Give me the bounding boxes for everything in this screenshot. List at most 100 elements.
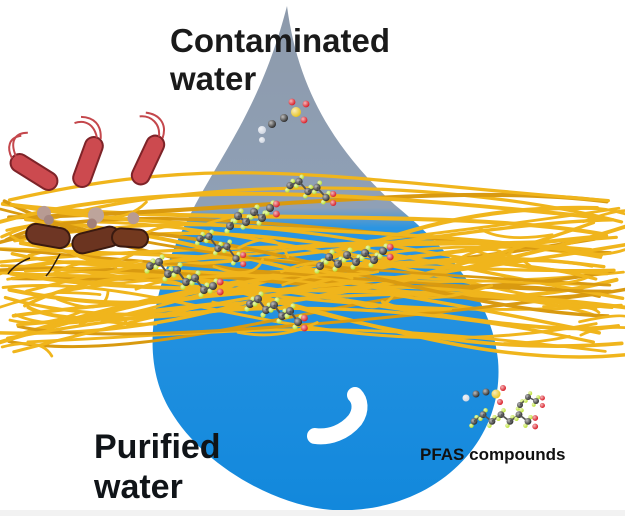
fiber-strand: [281, 273, 354, 287]
atom-shine: [236, 251, 242, 257]
atom-shine: [483, 408, 488, 413]
atom-shine: [280, 114, 288, 122]
fiber-strand: [502, 335, 571, 345]
pfas-molecule-icon: [462, 385, 506, 405]
contaminated-label-line2: water: [170, 60, 257, 97]
fiber-strand: [380, 300, 453, 312]
atom-shine: [212, 250, 218, 256]
atom-shine: [200, 231, 206, 237]
atom-shine: [505, 423, 510, 428]
pfas-molecule-icon: [515, 391, 545, 411]
atom-shine: [501, 408, 506, 413]
atom-shine: [347, 247, 353, 253]
atom-shine: [497, 399, 503, 405]
pfas-legend-label: PFAS compounds: [420, 445, 566, 464]
fiber-strand: [78, 313, 130, 329]
atom-shine: [194, 240, 200, 246]
bacteria-icon: [130, 111, 166, 186]
pfas-molecule-icon: [144, 254, 224, 298]
fiber-strand: [53, 261, 118, 274]
fiber-strand: [454, 237, 520, 248]
atom-shine: [462, 394, 470, 402]
fiber-strand: [0, 233, 609, 345]
atom-shine: [350, 264, 356, 270]
atom-shine: [290, 303, 296, 309]
fiber-strand: [16, 292, 600, 327]
contaminated-label-line1: Contaminated: [170, 22, 391, 59]
fiber-strand: [0, 191, 606, 224]
fiber-strand: [100, 320, 158, 326]
fiber-strand: [0, 207, 612, 287]
atom-shine: [523, 398, 528, 403]
fiber-strand: [212, 258, 264, 274]
fiber-strand: [78, 200, 148, 219]
atom-shine: [472, 390, 480, 398]
atom-shine: [258, 126, 266, 134]
fiber-strand: [24, 240, 593, 293]
fiber-strand: [142, 301, 219, 313]
bottom-strip: [0, 510, 625, 516]
atom-shine: [240, 260, 247, 268]
atom-shine: [198, 292, 204, 298]
atom-shine: [317, 180, 323, 186]
contaminated-water-label: Contaminated water: [170, 22, 390, 98]
atom-shine: [273, 200, 280, 208]
fiber-strand: [237, 238, 290, 259]
atom-shine: [377, 253, 383, 259]
fiber-strand: [8, 310, 82, 325]
fiber-strand: [410, 284, 494, 299]
fiber-strand: [56, 289, 110, 309]
atom-shine: [177, 262, 183, 268]
atom-shine: [301, 324, 308, 332]
atom-shine: [232, 218, 238, 224]
atom-shine: [209, 229, 215, 235]
fiber-strand: [7, 285, 601, 349]
atom-shine: [515, 406, 520, 411]
atom-shine: [252, 301, 258, 307]
atom-shine: [240, 251, 247, 259]
fiber-strand: [236, 321, 319, 337]
atom-shine: [528, 391, 533, 396]
fiber-strand: [70, 252, 136, 263]
atom-shine: [308, 184, 314, 190]
fiber-strand: [280, 261, 338, 274]
fiber-strand: [456, 248, 505, 261]
pfas-molecule-icon: [224, 200, 280, 234]
atom-shine: [240, 224, 246, 230]
atom-shine: [491, 389, 501, 399]
pfas-molecule-icon: [244, 291, 308, 332]
atom-shine: [244, 306, 250, 312]
atom-shine: [469, 423, 474, 428]
atom-shine: [299, 174, 305, 180]
pfas-molecule-icon: [284, 174, 337, 207]
atom-shine: [268, 307, 274, 313]
atom-shine: [330, 190, 337, 198]
atom-shine: [514, 416, 519, 422]
pfas-molecules-on-mesh: [144, 98, 394, 332]
atom-shine: [230, 260, 236, 266]
fiber-strand: [346, 292, 396, 309]
atom-shine: [524, 418, 532, 425]
atom-shine: [293, 183, 299, 189]
atom-shine: [232, 255, 240, 263]
fiber-strand: [7, 171, 610, 203]
fiber-strand: [0, 342, 54, 358]
atom-shine: [301, 314, 308, 322]
atom-shine: [159, 254, 165, 260]
atom-shine: [329, 249, 335, 255]
fiber-strand: [579, 326, 625, 337]
atom-shine: [268, 120, 276, 128]
atom-shine: [368, 262, 374, 268]
atom-shine: [144, 268, 150, 274]
pfas-molecule-icon: [314, 243, 394, 274]
atom-shine: [496, 416, 501, 422]
atom-shine: [216, 278, 224, 286]
atom-shine: [216, 288, 224, 296]
atom-shine: [519, 408, 524, 413]
atom-shine: [523, 423, 528, 428]
fiber-strand: [568, 206, 625, 216]
pfas-molecule-icon: [258, 98, 310, 143]
atom-shine: [487, 423, 492, 428]
fiber-strand: [304, 266, 380, 276]
